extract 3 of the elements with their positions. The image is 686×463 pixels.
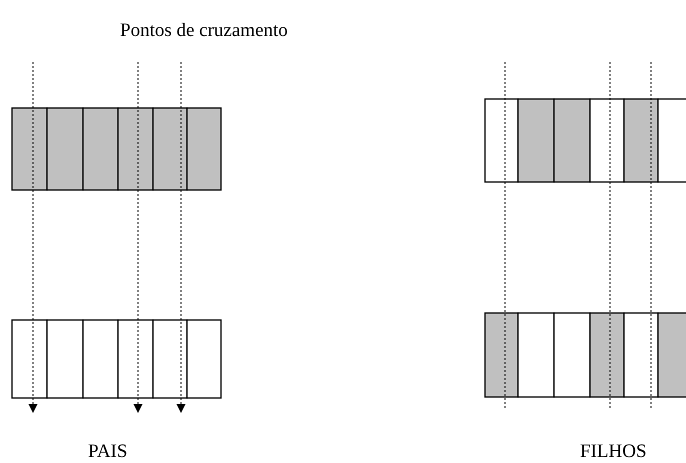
heading: Pontos de cruzamento (120, 20, 288, 42)
group-label: FILHOS (580, 441, 647, 463)
group-label: PAIS (88, 441, 128, 463)
